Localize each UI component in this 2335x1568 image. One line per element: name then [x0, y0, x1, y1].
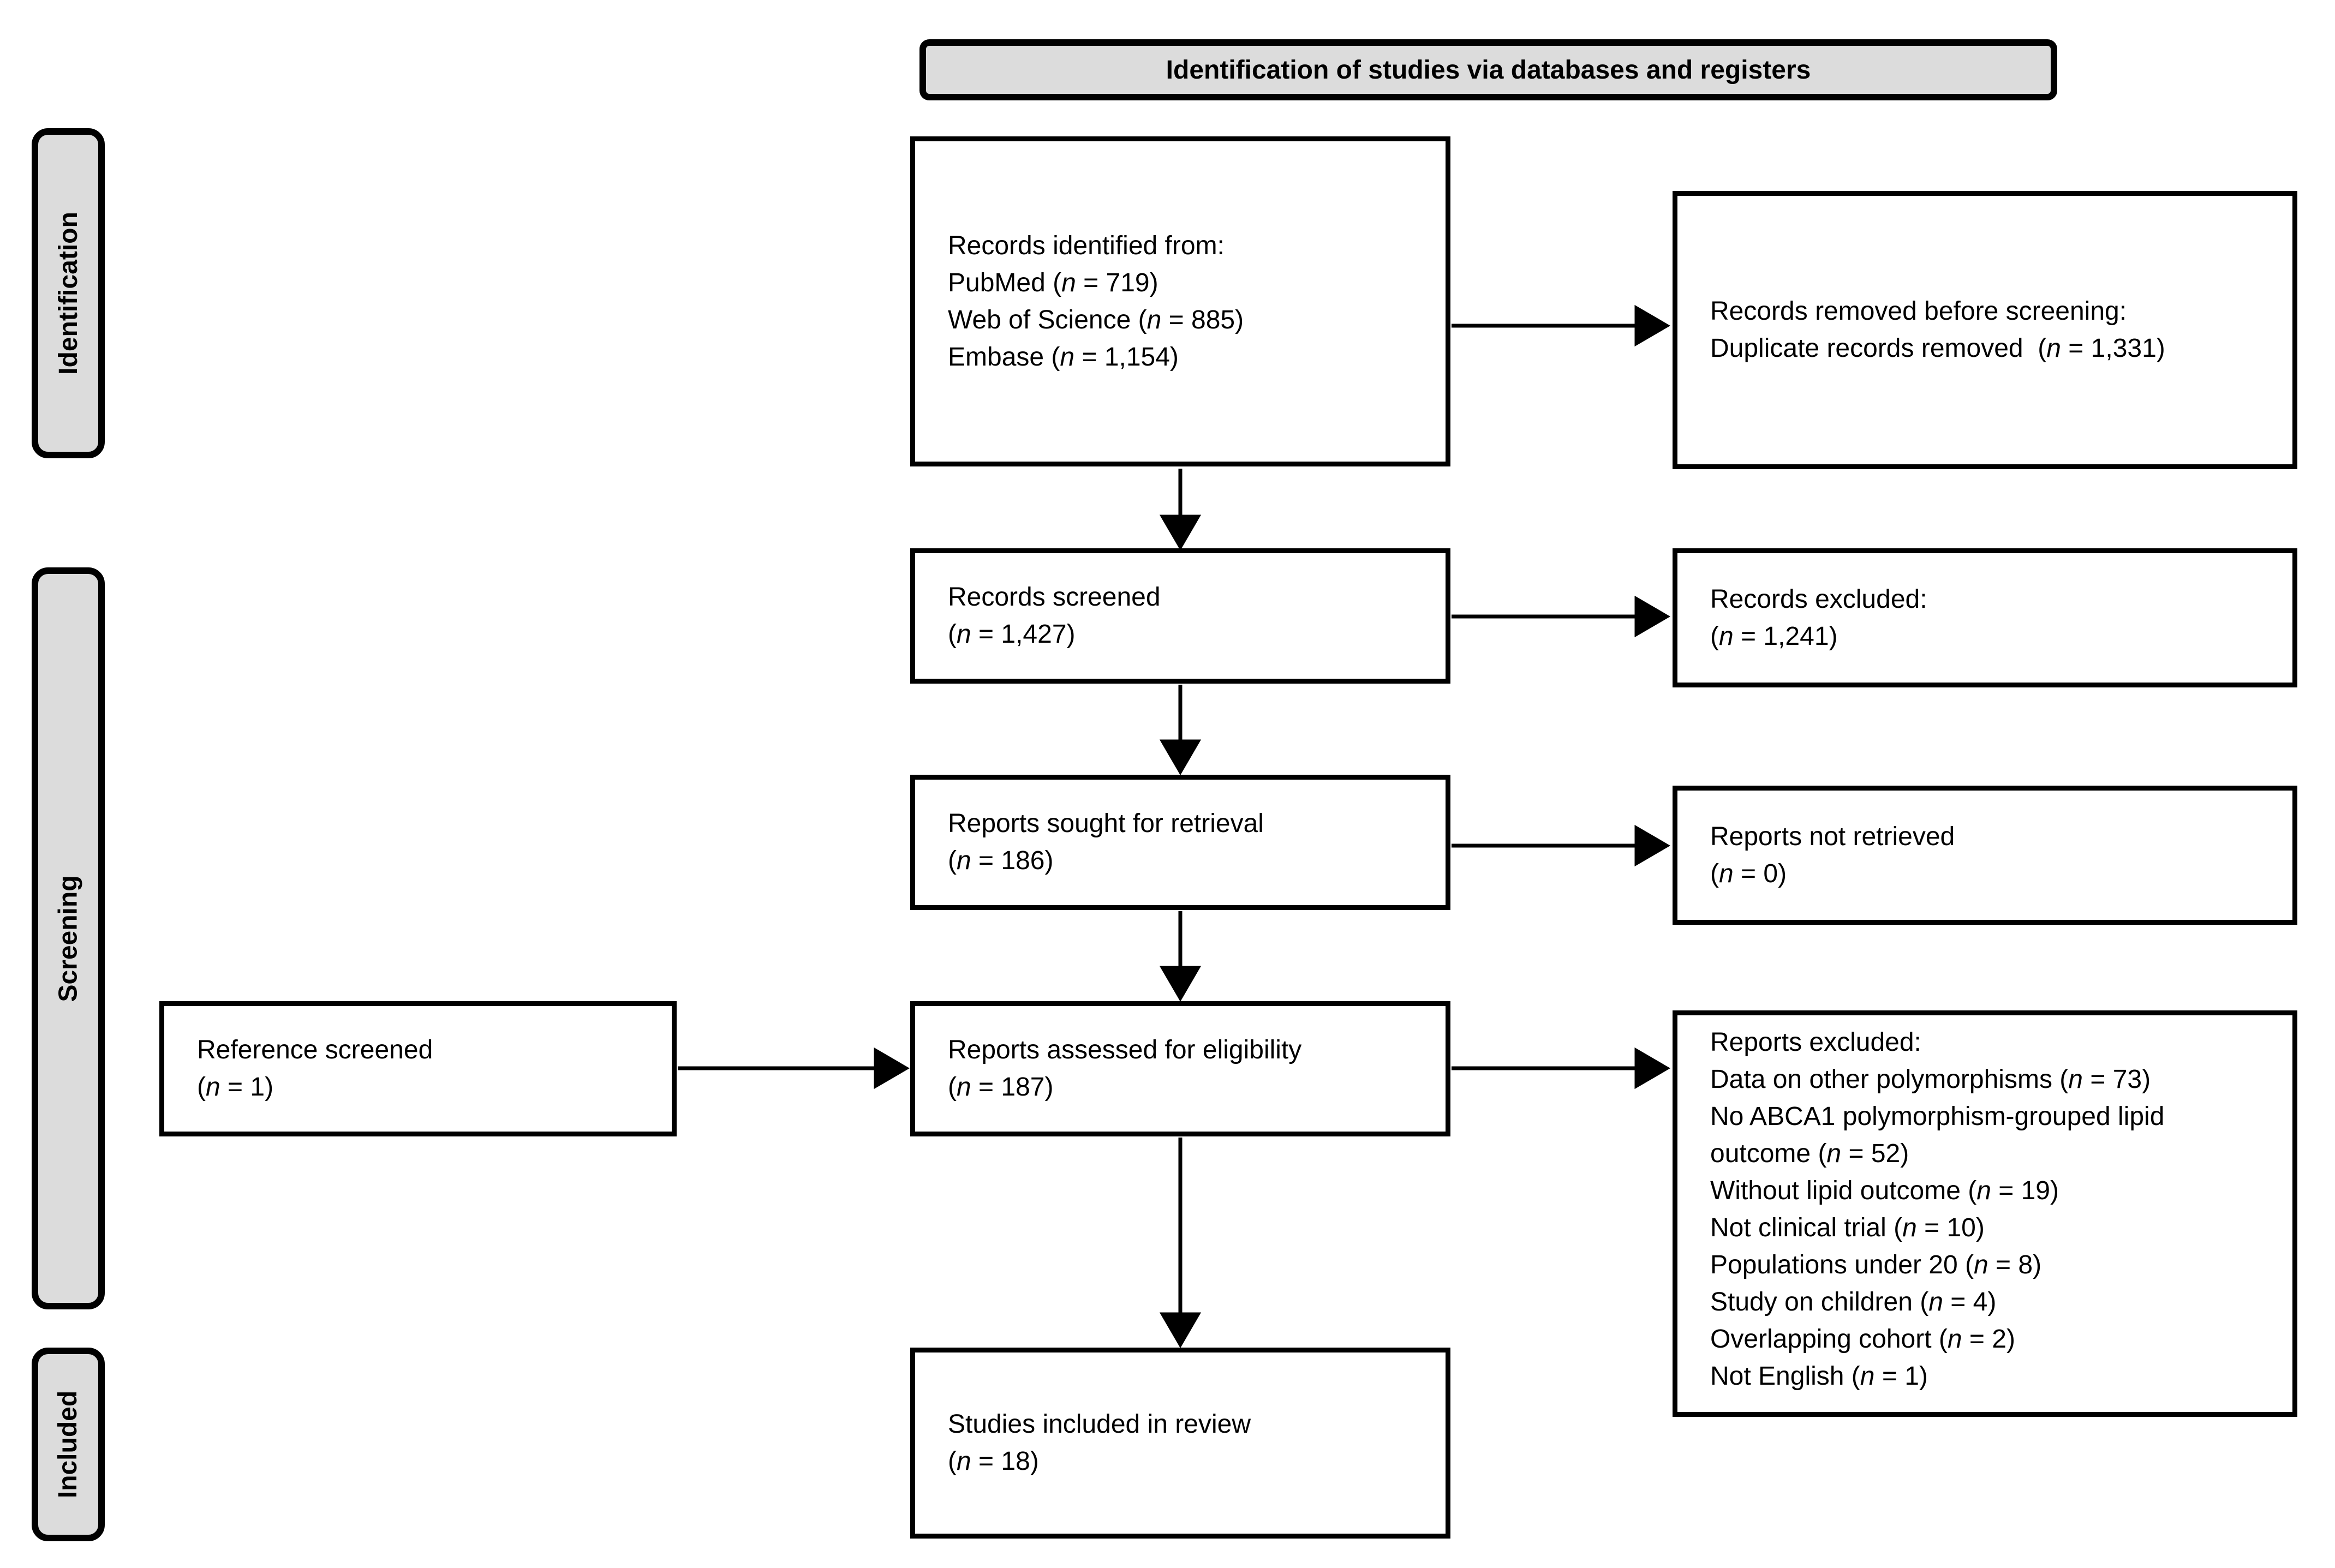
- arrowhead-screened-to-sought: [1159, 739, 1202, 775]
- arrowhead-assessed-to-included: [1159, 1312, 1202, 1348]
- box-line: Reference screened: [197, 1036, 433, 1064]
- box-line: Reports sought for retrieval: [948, 809, 1264, 838]
- box-line: Records screened: [948, 583, 1161, 612]
- box-line: Reports not retrieved: [1710, 822, 1955, 851]
- box-line: Web of Science (n = 885): [948, 305, 1244, 334]
- diagram-title: Identification of studies via databases …: [1166, 55, 1811, 85]
- box-line: Not clinical trial (n = 10): [1710, 1213, 1985, 1242]
- box-line: Embase (n = 1,154): [948, 342, 1179, 372]
- box-line: Overlapping cohort (n = 2): [1710, 1325, 2015, 1354]
- box-line: (n = 0): [1710, 859, 1787, 888]
- arrowhead-reference-to-assessed: [874, 1047, 910, 1090]
- box-line: Studies included in review: [948, 1410, 1251, 1439]
- box-line: Duplicate records removed (n = 1,331): [1710, 334, 2165, 363]
- box-line: Reports excluded:: [1710, 1028, 1921, 1057]
- box-records-screened: Records screened (n = 1,427): [910, 548, 1450, 684]
- box-line: (n = 1,241): [1710, 621, 1838, 651]
- arrowhead-identified-to-removed: [1634, 304, 1670, 347]
- box-line: Data on other polymorphisms (n = 73): [1710, 1065, 2151, 1094]
- arrowhead-identified-to-screened: [1159, 514, 1202, 550]
- box-reference-screened: Reference screened (n = 1): [159, 1001, 677, 1136]
- box-reports-excluded: Reports excluded: Data on other polymorp…: [1673, 1010, 2297, 1417]
- stage-tab-screening: Screening: [32, 567, 105, 1309]
- box-line: (n = 18): [948, 1447, 1039, 1476]
- box-line: Records removed before screening:: [1710, 297, 2127, 326]
- box-reports-sought: Reports sought for retrieval (n = 186): [910, 775, 1450, 910]
- box-line: Populations under 20 (n = 8): [1710, 1250, 2042, 1279]
- box-reports-not-retrieved: Reports not retrieved (n = 0): [1673, 786, 2297, 925]
- box-records-excluded: Records excluded: (n = 1,241): [1673, 548, 2297, 687]
- box-line: Records identified from:: [948, 231, 1225, 260]
- box-line: PubMed (n = 719): [948, 268, 1158, 297]
- box-studies-included: Studies included in review (n = 18): [910, 1348, 1450, 1539]
- box-records-removed: Records removed before screening: Duplic…: [1673, 191, 2297, 469]
- arrowhead-screened-to-excluded: [1634, 595, 1670, 638]
- box-line: (n = 1,427): [948, 620, 1076, 649]
- box-reports-assessed: Reports assessed for eligibility (n = 18…: [910, 1001, 1450, 1136]
- box-records-identified: Records identified from: PubMed (n = 719…: [910, 136, 1450, 466]
- box-line: (n = 187): [948, 1073, 1054, 1102]
- box-line: Not English (n = 1): [1710, 1362, 1928, 1391]
- title-banner: Identification of studies via databases …: [919, 39, 2057, 100]
- arrowhead-assessed-to-reports-excluded: [1634, 1047, 1670, 1090]
- stage-tab-identification: Identification: [32, 128, 105, 458]
- box-line: Records excluded:: [1710, 584, 1927, 614]
- stage-tab-included: Included: [32, 1348, 105, 1541]
- arrowhead-sought-to-assessed: [1159, 966, 1202, 1002]
- box-line: (n = 1): [197, 1073, 274, 1102]
- box-line: Without lipid outcome (n = 19): [1710, 1176, 2059, 1205]
- box-line: (n = 186): [948, 846, 1054, 875]
- box-line: Reports assessed for eligibility: [948, 1036, 1302, 1064]
- box-line: No ABCA1 polymorphism-grouped lipid outc…: [1710, 1102, 2172, 1168]
- box-line: Study on children (n = 4): [1710, 1288, 1997, 1316]
- arrowhead-sought-to-not-retrieved: [1634, 824, 1670, 867]
